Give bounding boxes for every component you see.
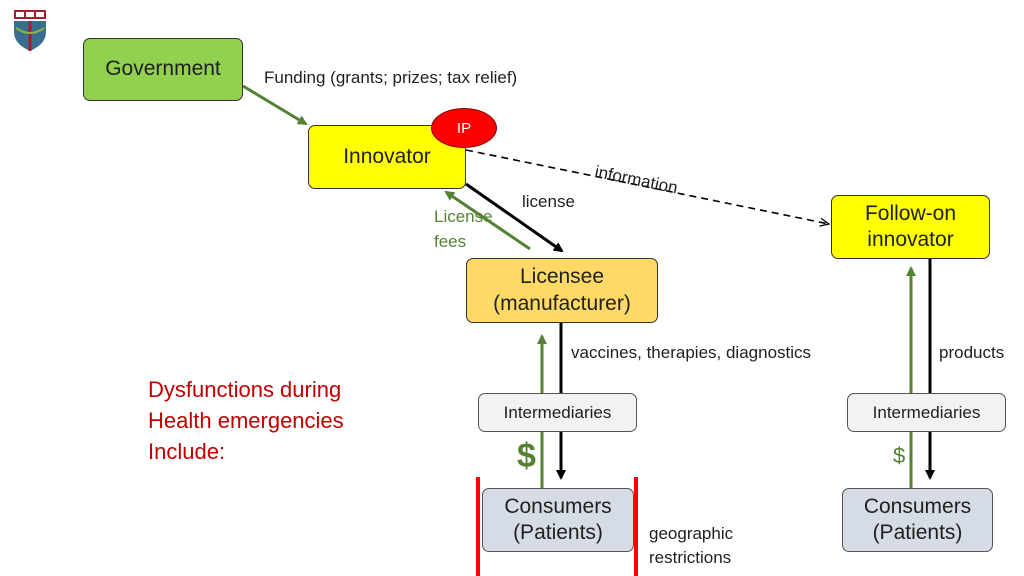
geographic-barrier-right [634, 477, 638, 576]
geographic-barrier-left [476, 477, 480, 576]
innovator-label: Innovator [343, 144, 431, 168]
products-label: products [939, 343, 1005, 362]
consumers-label-right-line2: (Patients) [872, 521, 963, 544]
consumers-label-left-line2: (Patients) [513, 521, 603, 544]
dollar-sign-small: $ [893, 443, 906, 468]
license-label: license [522, 192, 575, 211]
dysfunctions-line1: Dysfunctions during [148, 377, 342, 402]
license-fees-arrow [444, 190, 531, 251]
license-fees-label: License fees [434, 205, 493, 254]
license-fees-line1: License [434, 207, 493, 226]
shield-logo-icon [14, 10, 46, 51]
consumers-node-left: Consumers (Patients) [482, 488, 634, 552]
dollar-sign-large: $ [517, 437, 536, 475]
intermediaries-label-right: Intermediaries [872, 402, 981, 422]
geographic-line2: restrictions [649, 547, 732, 567]
intermediaries-node-left: Intermediaries [478, 393, 637, 432]
license-arrow [465, 182, 564, 253]
government-node: Government [83, 38, 243, 101]
dysfunctions-note: Dysfunctions during Health emergencies I… [148, 374, 344, 467]
consumers-node-right: Consumers (Patients) [842, 488, 993, 552]
funding-label: Funding (grants; prizes; tax relief) [264, 68, 518, 87]
intermediaries-node-right: Intermediaries [847, 393, 1006, 432]
vaccines-label: vaccines, therapies, diagnostics [571, 343, 812, 362]
ip-label: IP [456, 119, 472, 137]
dysfunctions-line3: Include: [148, 439, 226, 464]
government-label: Government [105, 57, 221, 81]
geographic-restrictions-label: geographic restrictions [649, 522, 733, 570]
license-fees-line2: fees [434, 231, 467, 251]
intermediaries-label-left: Intermediaries [503, 402, 612, 422]
ip-badge: IP [431, 108, 497, 148]
funding-arrow [242, 84, 308, 126]
licensee-label-line1: Licensee [519, 265, 605, 289]
licensee-node: Licensee (manufacturer) [466, 258, 658, 323]
follow-on-innovator-node: Follow-on innovator [831, 195, 990, 259]
information-arrow [465, 149, 829, 224]
licensee-label-line2: (manufacturer) [493, 291, 631, 315]
dysfunctions-line2: Health emergencies [148, 408, 344, 433]
follow-on-label-line2: innovator [867, 228, 954, 251]
consumers-label-right-line1: Consumers [863, 494, 972, 518]
consumers-label-left-line1: Consumers [504, 494, 612, 518]
geographic-line1: geographic [649, 524, 734, 543]
follow-on-label-line1: Follow-on [864, 201, 957, 225]
